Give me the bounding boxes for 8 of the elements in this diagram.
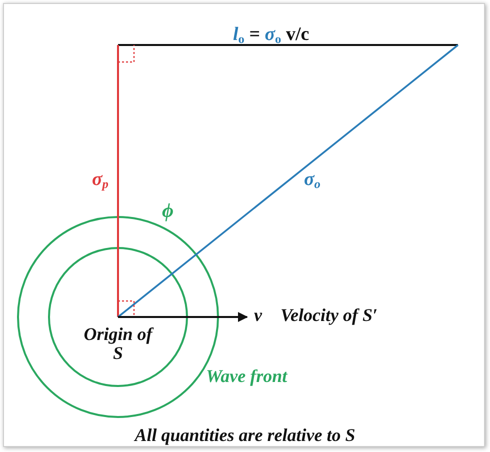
- length-formula: l$_{o}$ = σ$_{o}$ v/c: [233, 25, 310, 46]
- angle-symbol: ϕ: [162, 201, 174, 222]
- caption: All quantities are relative to S: [132, 426, 356, 445]
- velocity-label: v⃗ Velocity of S′: [254, 306, 378, 325]
- origin-label: Origin of S: [82, 325, 155, 363]
- side-label: σ$_{p}$: [92, 170, 108, 192]
- side-label: σ$_{o}$: [304, 170, 320, 192]
- wave-front-label: Wave front: [206, 367, 288, 386]
